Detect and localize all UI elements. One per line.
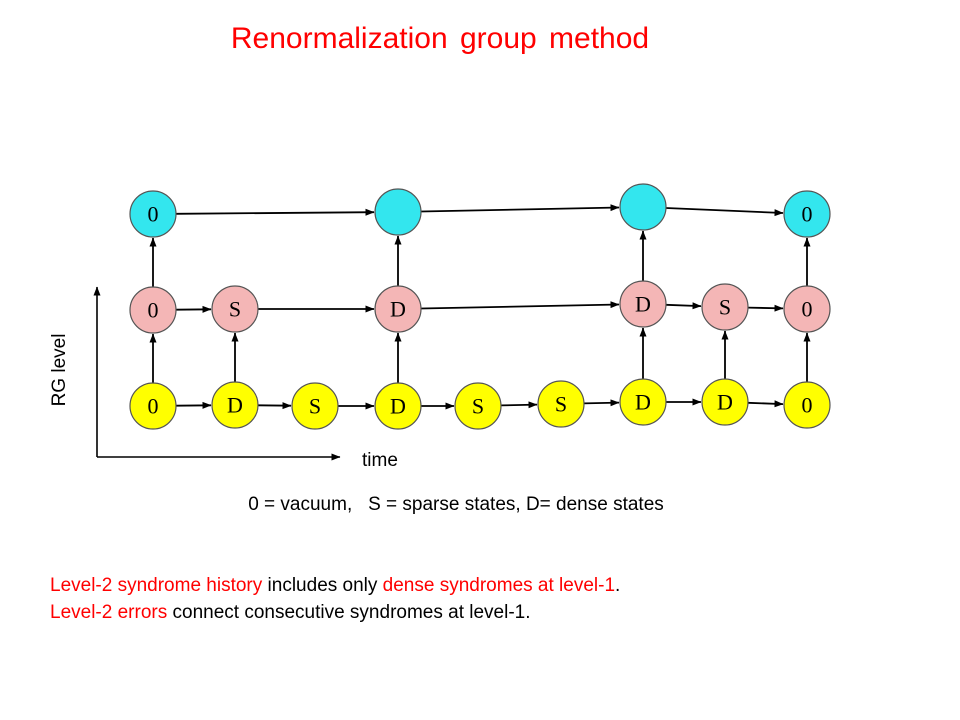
node-label: D [635, 390, 651, 415]
node-label: 0 [148, 202, 159, 227]
node-circle [129, 190, 177, 238]
node-label: 0 [802, 297, 813, 322]
node-circle [129, 286, 177, 334]
note-1-highlight-a: Level-2 syndrome history [50, 575, 263, 596]
node-circle [701, 378, 749, 426]
node-level-1: D [374, 285, 422, 333]
node-circle [619, 183, 667, 231]
node-circle [211, 285, 259, 333]
time-arrow-level-2 [665, 207, 784, 217]
node-circle [291, 382, 339, 430]
node-label: D [717, 390, 733, 415]
time-arrow-level-0 [583, 399, 620, 407]
node-label: D [390, 297, 406, 322]
notes: Level-2 syndrome history includes only d… [50, 572, 620, 626]
node-label: D [227, 393, 243, 418]
diagram-edges [149, 204, 811, 410]
rg-level-axis-label: RG level [49, 333, 70, 407]
time-arrow-level-2 [420, 204, 620, 213]
node-level-1: S [701, 283, 749, 331]
node-circle [374, 188, 422, 236]
note-2-highlight: Level-2 errors [50, 602, 168, 623]
node-label: 0 [148, 298, 159, 323]
node-circle [374, 382, 422, 430]
note-1-text-a: includes only [262, 575, 383, 596]
node-label: D [635, 292, 651, 317]
node-label: S [719, 295, 731, 320]
time-arrow-level-2 [175, 208, 375, 216]
node-level-0: D [374, 382, 422, 430]
time-axis-label: time [362, 450, 398, 471]
node-level-0: S [454, 382, 502, 430]
node-level-0: D [701, 378, 749, 426]
time-arrow-level-0 [500, 401, 538, 409]
node-label: S [229, 297, 241, 322]
node-level-0: D [211, 381, 259, 429]
node-level-0: S [537, 380, 585, 428]
node-level-1: S [211, 285, 259, 333]
slide-title: Renormalization group method [230, 22, 650, 55]
note-line-2: Level-2 errors connect consecutive syndr… [50, 599, 620, 626]
time-arrow-level-1 [420, 301, 620, 310]
node-level-2: 0 [129, 190, 177, 238]
node-level-2 [619, 183, 667, 231]
node-level-0: D [619, 378, 667, 426]
node-circle [783, 190, 831, 238]
node-circle [374, 285, 422, 333]
node-label: S [309, 394, 321, 419]
node-circle [701, 283, 749, 331]
node-label: D [390, 394, 406, 419]
node-level-0: S [291, 382, 339, 430]
time-arrow-level-1 [665, 302, 702, 310]
note-1-highlight-b: dense syndromes at level-1 [382, 575, 616, 596]
node-circle [619, 280, 667, 328]
node-circle [783, 285, 831, 333]
node-level-1: D [619, 280, 667, 328]
node-level-1: 0 [783, 285, 831, 333]
node-label: S [555, 392, 567, 417]
node-level-2 [374, 188, 422, 236]
node-circle [619, 378, 667, 426]
node-level-1: 0 [129, 286, 177, 334]
node-circle [454, 382, 502, 430]
node-level-2: 0 [783, 190, 831, 238]
node-level-0: 0 [129, 382, 177, 430]
node-circle [211, 381, 259, 429]
node-level-0: 0 [783, 381, 831, 429]
node-circle [129, 382, 177, 430]
node-label: 0 [148, 394, 159, 419]
node-circle [537, 380, 585, 428]
node-label: 0 [802, 393, 813, 418]
note-line-1: Level-2 syndrome history includes only d… [50, 572, 620, 599]
node-label: S [472, 394, 484, 419]
note-1-text-b: . [615, 575, 621, 596]
node-label: 0 [802, 202, 813, 227]
time-arrow-level-0 [747, 400, 784, 408]
node-circle [783, 381, 831, 429]
time-arrow-level-1 [747, 304, 784, 312]
note-2-text: connect consecutive syndromes at level-1… [167, 602, 531, 623]
legend-text: 0 = vacuum, S = sparse states, D= dense … [248, 494, 664, 515]
